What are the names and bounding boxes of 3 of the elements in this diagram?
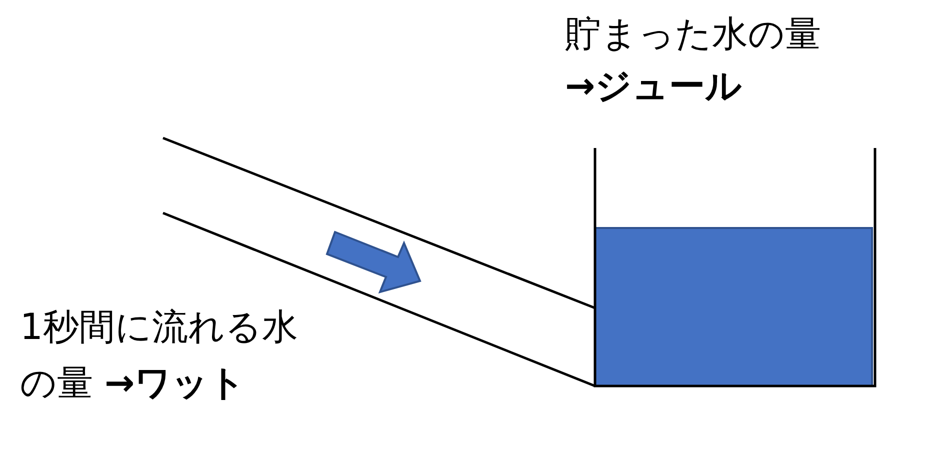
heading-text: 貯まった水の量 — [565, 13, 821, 57]
unit-text: →ジュール — [565, 65, 742, 109]
caption-text: 1秒間に流れる水の量 →ワット — [20, 306, 299, 406]
